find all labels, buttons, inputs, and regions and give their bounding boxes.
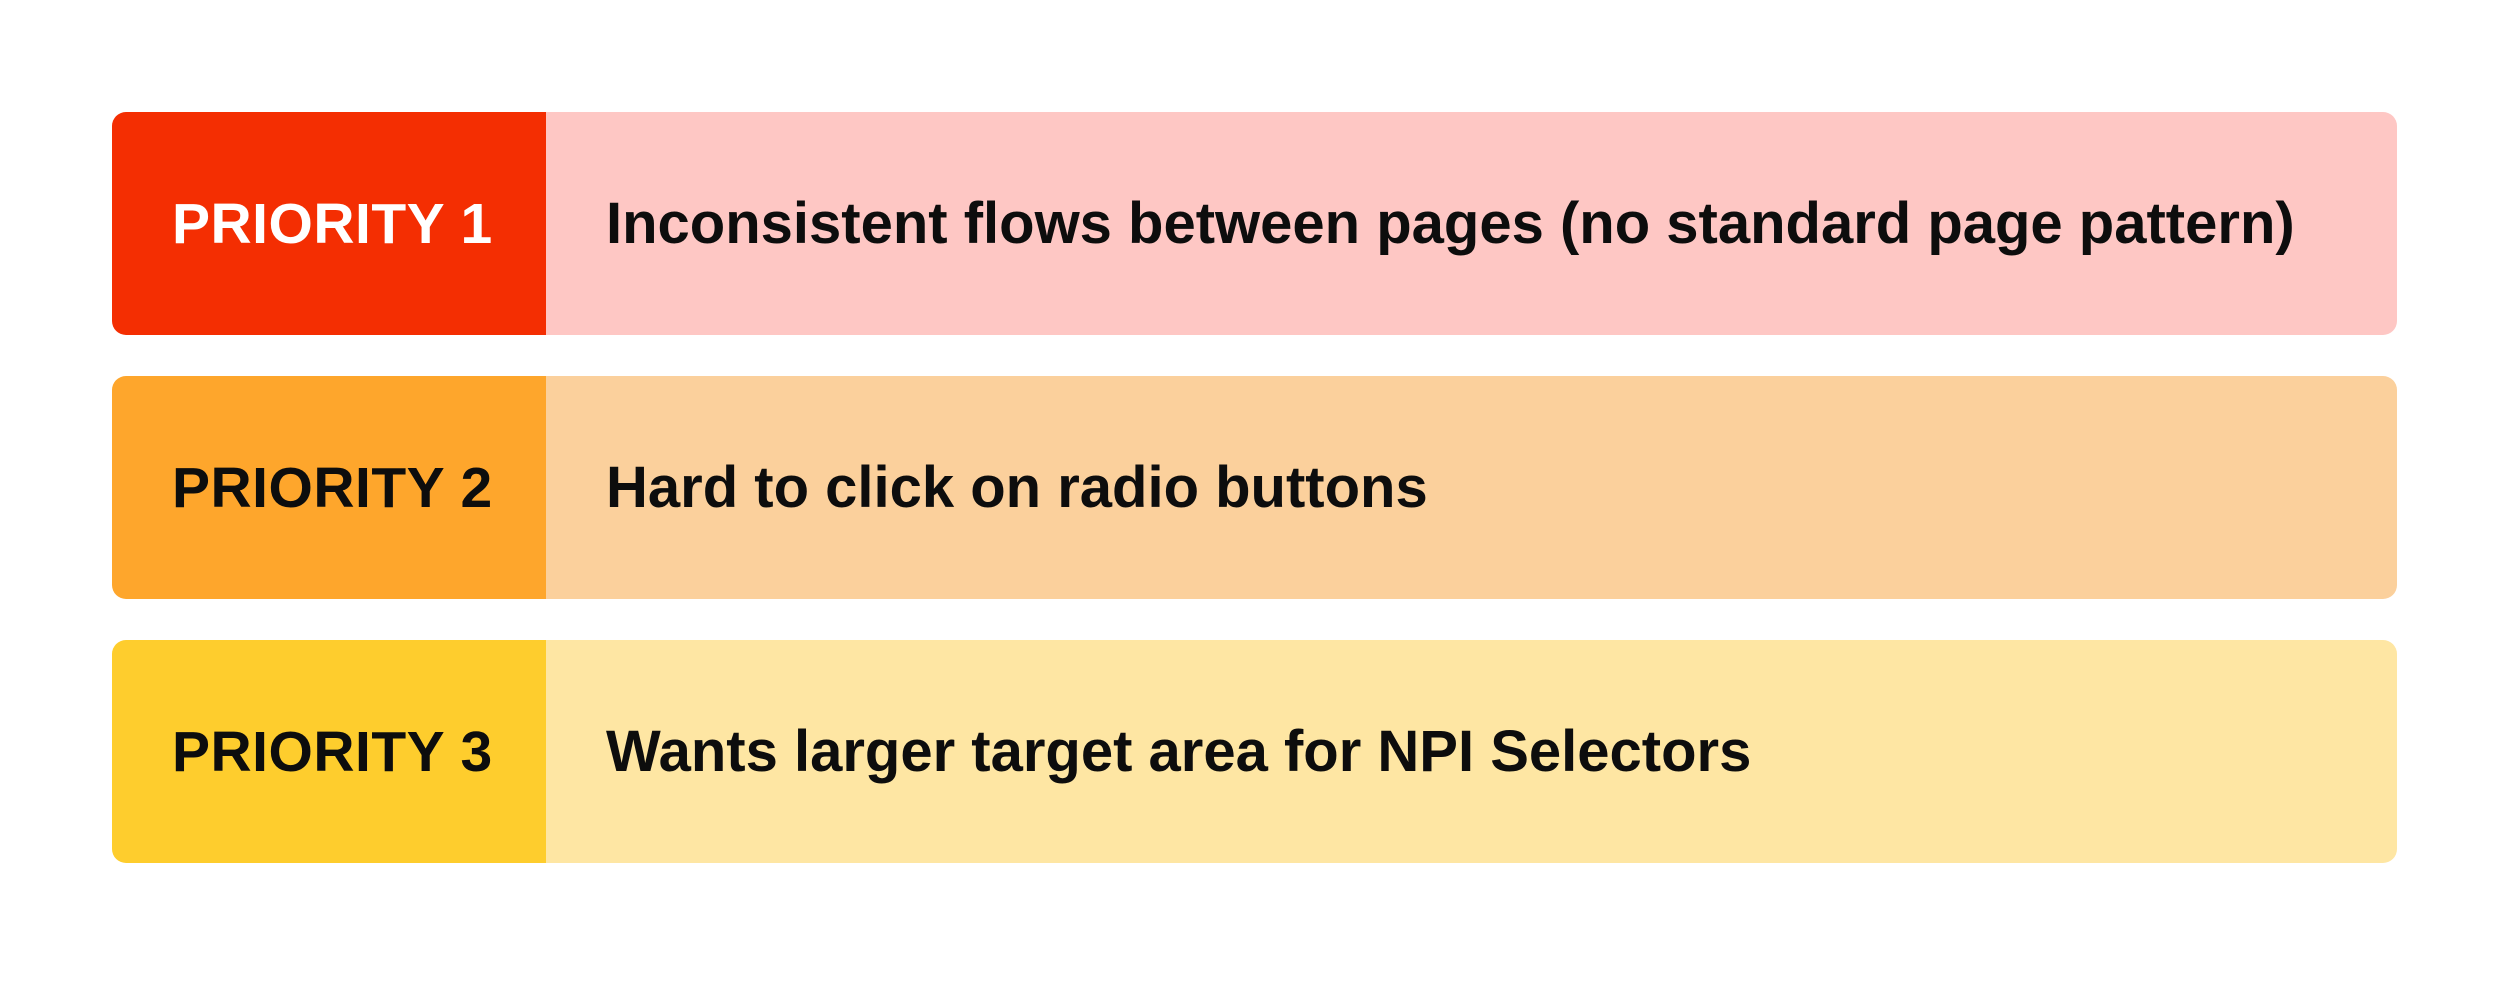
priority-label: PRIORITY 2 [112,376,546,599]
priority-description: Inconsistent flows between pages (no sta… [546,112,2397,335]
priority-label: PRIORITY 1 [112,112,546,335]
priority-list: PRIORITY 1 Inconsistent flows between pa… [112,112,2397,863]
priority-row-2: PRIORITY 2 Hard to click on radio button… [112,376,2397,599]
priority-row-1: PRIORITY 1 Inconsistent flows between pa… [112,112,2397,335]
priority-description: Hard to click on radio buttons [546,376,2397,599]
priority-row-3: PRIORITY 3 Wants larger target area for … [112,640,2397,863]
priority-label: PRIORITY 3 [112,640,546,863]
priority-description: Wants larger target area for NPI Selecto… [546,640,2397,863]
